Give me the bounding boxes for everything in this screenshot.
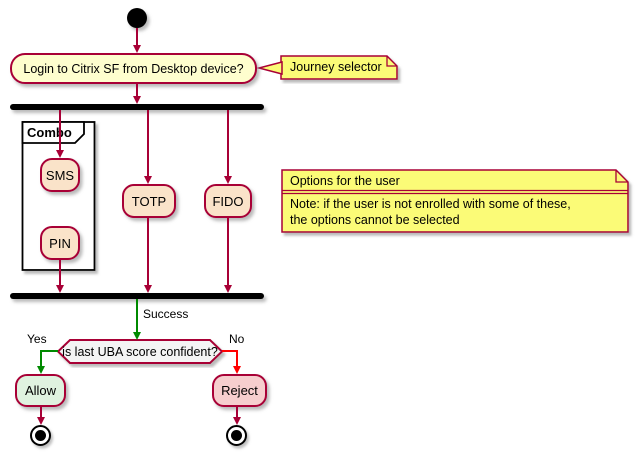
- end-node-dot: [35, 430, 46, 441]
- arrowhead-down: [132, 96, 141, 104]
- edge-join-decision: [136, 299, 138, 332]
- end-node-dot: [231, 430, 242, 441]
- arrowhead-down: [232, 417, 241, 425]
- decision-shape: [56, 339, 224, 364]
- arrowhead-down: [223, 285, 232, 293]
- edge-pin-join: [59, 260, 61, 285]
- edge-no-v: [236, 350, 238, 366]
- arrowhead-down-green: [132, 332, 141, 340]
- activity-login-label: Login to Citrix SF from Desktop device?: [23, 61, 244, 76]
- edge-fork-totp: [147, 110, 149, 176]
- arrowhead-down: [36, 417, 45, 425]
- arrowhead-down-green: [36, 366, 45, 374]
- activity-sms-label: SMS: [45, 167, 75, 183]
- note-pointer: [256, 61, 283, 75]
- activity-fido-label: FIDO: [212, 193, 244, 209]
- note-options-shape: [281, 169, 629, 233]
- note-fold-corner: [615, 170, 628, 183]
- activity-totp-label: TOTP: [131, 193, 167, 209]
- activity-pin: PIN: [40, 226, 80, 260]
- join-bar: [10, 293, 264, 299]
- edge-reject-end: [236, 407, 238, 417]
- edge-fork-fido: [227, 110, 229, 176]
- edge-fork-sms: [59, 110, 61, 150]
- activity-sms: SMS: [40, 158, 80, 192]
- edge-yes-h: [41, 350, 58, 352]
- activity-allow-label: Allow: [24, 383, 57, 398]
- end-node-reject: [226, 425, 247, 446]
- note-journey-text: Journey selector: [290, 60, 382, 74]
- activity-totp: TOTP: [122, 184, 176, 218]
- arrowhead-down: [143, 285, 152, 293]
- edge-start-login: [136, 28, 138, 45]
- note-fold-corner: [386, 56, 397, 67]
- note-options-line1: Note: if the user is not enrolled with s…: [290, 197, 571, 211]
- edge-label-success: Success: [143, 307, 189, 321]
- arrowhead-down: [55, 285, 64, 293]
- edge-label-no: No: [229, 332, 245, 346]
- edge-totp-join: [147, 218, 149, 285]
- activity-reject-label: Reject: [221, 383, 258, 398]
- activity-login: Login to Citrix SF from Desktop device?: [10, 53, 257, 84]
- activity-pin-label: PIN: [49, 235, 71, 251]
- edge-login-fork: [136, 84, 138, 96]
- note-journey-shape: [256, 55, 398, 80]
- arrowhead-down: [132, 45, 141, 53]
- edge-allow-end: [40, 407, 42, 417]
- partition-combo-label: Combo: [27, 125, 72, 140]
- end-node-allow: [30, 425, 51, 446]
- note-options-title: Options for the user: [290, 174, 400, 188]
- edge-yes-v: [40, 350, 42, 366]
- edge-fido-join: [227, 218, 229, 285]
- arrowhead-down: [143, 176, 152, 184]
- arrowhead-down: [55, 150, 64, 158]
- activity-fido: FIDO: [204, 184, 252, 218]
- start-node: [127, 8, 147, 28]
- activity-allow: Allow: [15, 374, 66, 407]
- arrowhead-down: [223, 176, 232, 184]
- activity-reject: Reject: [212, 374, 267, 407]
- edge-no-h: [222, 350, 238, 352]
- fork-bar: [10, 104, 264, 110]
- note-options-line2: the options cannot be selected: [290, 213, 460, 227]
- edge-label-yes: Yes: [27, 332, 47, 346]
- partition-combo-tab: [21, 121, 85, 144]
- decision-label: is last UBA score confident?: [62, 344, 218, 359]
- arrowhead-down-red: [233, 366, 241, 374]
